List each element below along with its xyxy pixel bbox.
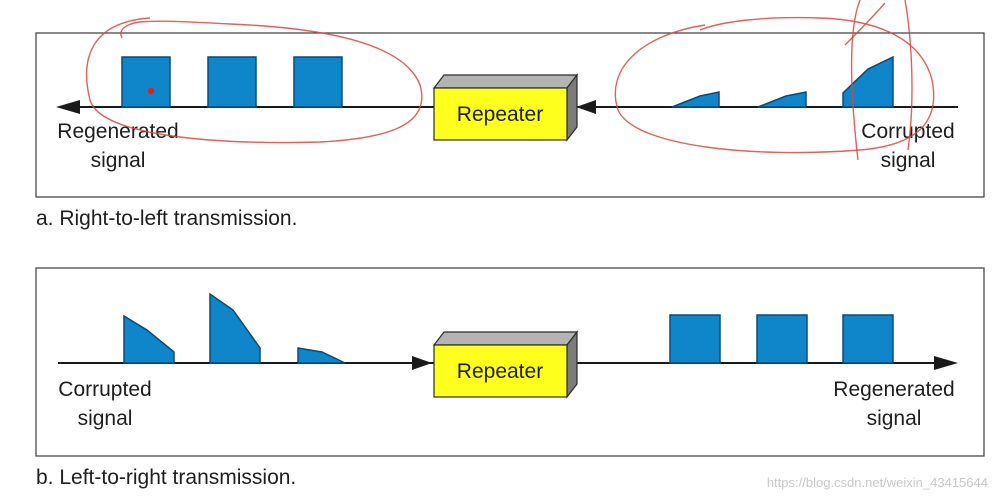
panel-b-corrupted-label-line1: Corrupted [58,378,151,401]
right-circle-annotation [614,16,935,154]
panel-b-caption: b. Left-to-right transmission. [36,466,296,489]
panel-b-corrupted-pulse-1 [123,314,175,364]
panel-b-regenerated-pulse-2 [756,314,808,364]
panel-a-repeater: Repeater [432,73,579,142]
panel-b-repeater-arrowhead [412,356,432,370]
panel-a-left-arrowhead [56,100,80,114]
panel-b-regenerated-label-line1: Regenerated [833,378,954,401]
right-vertical-stroke-2 [904,0,913,151]
panel-a-regenerated-pulse-3 [293,56,343,108]
panel-b-regenerated-label-line2: signal [867,407,922,430]
panel-a-regenerated-label-line2: signal [91,149,146,172]
panel-b-regenerated-pulse-1 [669,314,721,364]
panel-a-repeater-label: Repeater [457,103,543,126]
panel-b-corrupted-pulse-2 [209,292,261,364]
panel-a-caption: a. Right-to-left transmission. [36,207,297,230]
panel-b-corrupted-pulse-3 [297,347,346,364]
panel-a-corrupted-pulse-3 [842,55,894,108]
panel-b-repeater: Repeater [432,330,579,399]
panel-a-hand-annotations [86,0,935,161]
panel-a-corrupted-pulse-2 [757,91,807,108]
left-circle-annotation [86,17,423,144]
panel-b-corrupted-label-line2: signal [78,407,133,430]
panel-a-corrupted-label-line2: signal [881,149,936,172]
panel-a-repeater-arrowhead [576,100,596,114]
right-diagonal-stroke [844,2,886,46]
panel-b-repeater-front [433,344,568,398]
panel-a-repeater-top [432,74,579,89]
panel-b-regenerated-pulse-3 [842,314,894,364]
panel-a-regenerated-label-line1: Regenerated [57,120,178,143]
right-vertical-stroke-1 [850,0,861,161]
panel-a-red-dot [147,87,155,95]
panel-a-corrupted-label-line1: Corrupted [861,120,954,143]
panel-a: Repeater Regenerated signal Corrupted si… [35,0,985,198]
panel-b-repeater-top [432,331,579,346]
panel-a-regenerated-pulse-2 [207,56,257,108]
panel-b-repeater-label: Repeater [457,360,543,383]
panel-a-regenerated-pulse-1 [121,56,171,108]
panel-b: Repeater Corrupted signal Regenerated si… [35,267,985,457]
panel-a-repeater-front [433,87,568,141]
watermark-text: https://blog.csdn.net/weixin_43415644 [767,475,988,490]
panel-b-right-arrowhead [934,356,958,370]
panel-a-corrupted-pulse-1 [671,91,720,108]
